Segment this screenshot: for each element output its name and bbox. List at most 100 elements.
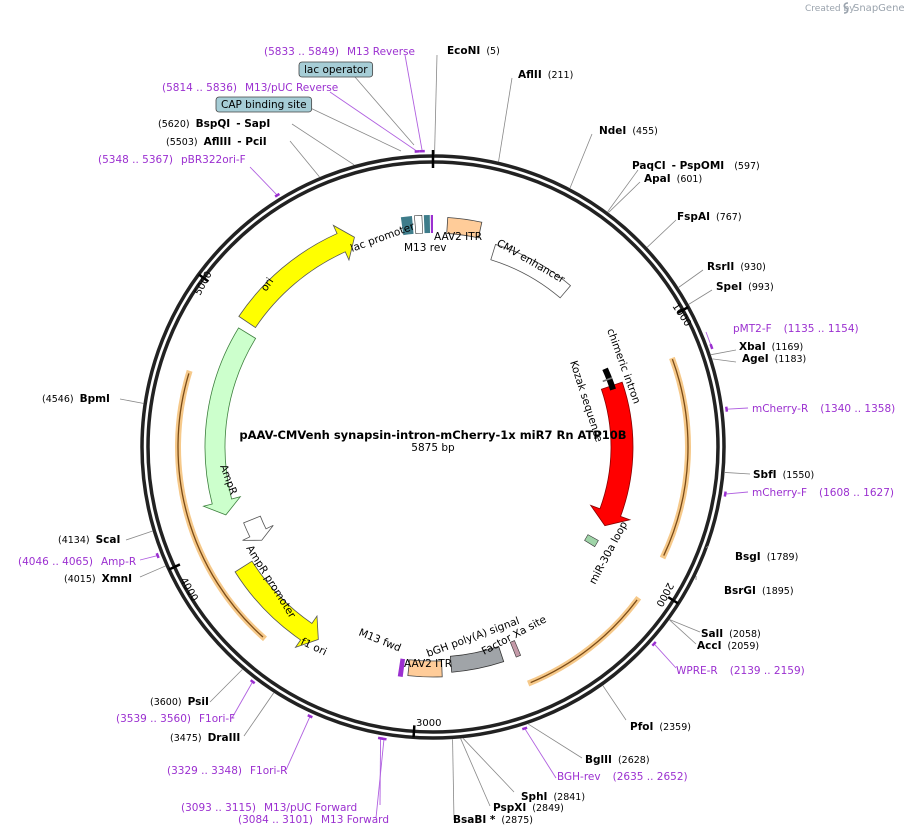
primer-label: pMT2-F: [733, 323, 772, 335]
site-sep-label: - SapI: [236, 118, 270, 130]
ampr-feature: [202, 327, 257, 516]
site-leader-24: [119, 398, 144, 404]
m13-fwd-feature: [397, 658, 406, 678]
primer-leader-2: [249, 166, 278, 196]
primer-mark-6: [651, 641, 657, 647]
primer-pos-label: (3093 .. 3115): [181, 802, 256, 814]
primer-pos-label: (2635 .. 2652): [613, 771, 688, 783]
primer-mark-2: [274, 192, 281, 198]
site-bsabi-label: BsaBI *: [453, 814, 496, 826]
mcherry-label: mCherry: [659, 438, 682, 485]
mcherry-feature: [589, 381, 634, 527]
aav2-itr-top-label: AAV2 ITR: [434, 231, 482, 243]
f1-ori-feature: [234, 560, 319, 649]
mir30a-loop-feature: [584, 534, 599, 548]
site-pos-label: (1895): [762, 586, 794, 597]
site-pos-label: (1789): [767, 552, 799, 563]
primer-leader-5: [725, 491, 749, 495]
primer-leader-7: [524, 728, 557, 779]
site-paqci-label: PaqCI: [632, 160, 666, 172]
site-pfoi-label: PfoI: [630, 721, 653, 733]
ori-feature: [238, 224, 355, 329]
site-bspqi-label: BspQI: [196, 118, 231, 130]
site-scai-label: ScaI: [96, 534, 121, 546]
site-acci-label: AccI: [697, 640, 721, 652]
site-draiii-label: DraIII: [208, 732, 241, 744]
site-pos-label: (601): [677, 174, 703, 185]
kozak-feature: [602, 377, 613, 383]
bgh-polya-feature: [449, 645, 505, 673]
primer-pos-label: (2139 .. 2159): [730, 665, 805, 677]
site-xmni-label: XmnI: [102, 573, 132, 585]
primer-pos-label: (5814 .. 5836): [162, 82, 237, 94]
created-by-label: Created by: [805, 4, 855, 14]
aav2-itr-bottom-feature: [407, 659, 443, 678]
site-pos-label: (5620): [158, 119, 190, 130]
site-pspxi-label: PspXI: [493, 802, 526, 814]
site-rsrii-label: RsrII: [707, 261, 734, 273]
site-pos-label: (993): [748, 282, 774, 293]
site-leader-1: [498, 77, 513, 162]
lac-operator-leader: [354, 76, 415, 146]
primer-leader-12: [139, 555, 158, 561]
site-apai-label: ApaI: [644, 173, 671, 185]
ampr-promoter-feature: [242, 515, 274, 541]
site-ndei-label: NdeI: [599, 125, 626, 137]
primer-pos-label: (3539 .. 3560): [116, 713, 191, 725]
site-leader-4: [608, 181, 641, 213]
m13-fwd-label: M13 fwd: [357, 627, 403, 655]
m13-rev-label: M13 rev: [404, 242, 447, 254]
site-leader-7: [688, 289, 713, 305]
site-leader-18: [460, 738, 491, 807]
site-leader-23: [125, 530, 153, 541]
site-pos-label: (597): [734, 161, 760, 172]
primer-label: mCherry-R: [752, 403, 808, 415]
site-leader-17: [462, 738, 515, 793]
site-bglii-label: BglII: [585, 754, 612, 766]
site-pos-label: (2058): [729, 629, 761, 640]
snapgene-logo-icon: [843, 2, 849, 14]
primer-label: F1ori-R: [250, 765, 287, 777]
site-leader-9: [712, 358, 737, 363]
site-afliii-label: AflIII: [204, 136, 232, 148]
features: [174, 214, 691, 687]
primer-label: F1ori-F: [199, 713, 235, 725]
site-pos-label: (455): [632, 126, 658, 137]
cap-site-feature: [423, 215, 431, 234]
site-spei-label: SpeI: [716, 281, 742, 293]
primer-label: M13 Forward: [321, 814, 389, 826]
lac-promoter-feature: [400, 215, 414, 236]
snapgene-label: SnapGene: [853, 3, 904, 14]
cap-binding-site-box: CAP binding site: [215, 96, 313, 113]
primer-pos-label: (1135 .. 1154): [784, 323, 859, 335]
site-leader-0: [434, 54, 438, 155]
site-leader-26: [291, 123, 355, 166]
site-pos-label: (767): [716, 212, 742, 223]
primer-leader-0: [404, 54, 423, 152]
site-pos-label: (1550): [783, 470, 815, 481]
primer-mark-10: [307, 714, 313, 719]
orf-highlight-0: [659, 356, 691, 560]
tick-label: 1000: [670, 302, 693, 329]
primer-leader-4: [726, 407, 749, 410]
tick-5000-mark: [197, 273, 210, 283]
primer-label: M13/pUC Reverse: [245, 82, 338, 94]
site-leader-25: [289, 140, 320, 178]
primer-label: pBR322ori-F: [181, 154, 246, 166]
site-sep-label: - PspOMI: [672, 160, 725, 172]
primer-mark-4: [725, 406, 729, 412]
primer-arrow-amp: [177, 373, 264, 638]
site-leader-22: [139, 565, 166, 578]
site-leader-13: [669, 619, 701, 633]
primer-label: Amp-R: [101, 556, 136, 568]
tick-label: 5000: [193, 270, 215, 298]
factor-xa-feature: [509, 640, 522, 658]
site-econi-label: EcoNI: [447, 45, 480, 57]
site-pos-label: (2059): [727, 641, 759, 652]
m13-rev-feature: [430, 215, 433, 234]
site-pos-label: (3475): [170, 733, 202, 744]
aav2-itr-bottom-label: AAV2 ITR: [404, 658, 452, 670]
primer-label: BGH-rev: [557, 771, 601, 783]
primer-pos-label: (4046 .. 4065): [18, 556, 93, 568]
